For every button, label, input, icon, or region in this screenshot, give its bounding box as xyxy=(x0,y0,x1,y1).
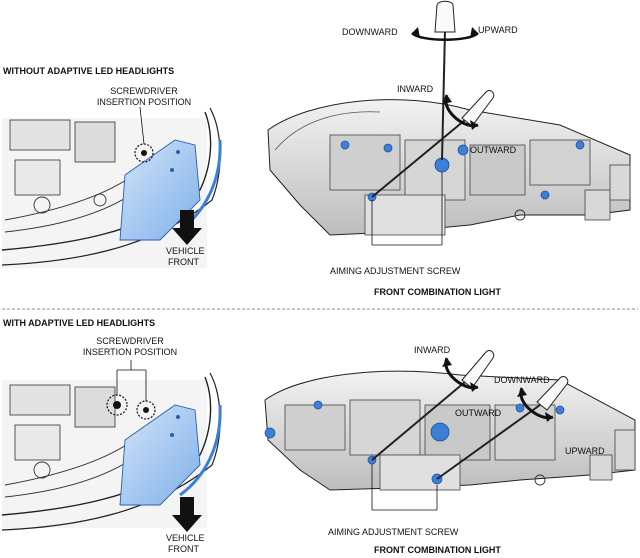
top-upward-label: UPWARD xyxy=(478,25,518,35)
top-inward-label: INWARD xyxy=(397,84,434,94)
top-outward-label: OUTWARD xyxy=(470,145,517,155)
bottom-heading: WITH ADAPTIVE LED HEADLIGHTS xyxy=(3,318,156,328)
top-screwdriver-label-2: INSERTION POSITION xyxy=(96,97,192,107)
bottom-inward-label: INWARD xyxy=(414,345,451,355)
top-downward-label: DOWNWARD xyxy=(342,27,398,37)
bottom-vehicle-label-2: FRONT xyxy=(168,544,199,554)
top-vehicle-label-1: VEHICLE xyxy=(166,246,205,256)
top-headlight-unit xyxy=(267,0,631,246)
top-heading: WITHOUT ADAPTIVE LED HEADLIGHTS xyxy=(3,66,175,76)
bottom-outward-label: OUTWARD xyxy=(455,408,502,418)
bottom-upward-label: UPWARD xyxy=(565,446,605,456)
bottom-aiming-label: AIMING ADJUSTMENT SCREW xyxy=(328,527,459,537)
bottom-headlight-unit xyxy=(264,350,636,511)
bottom-vehicle-label-1: VEHICLE xyxy=(166,533,205,543)
top-front-light-label: FRONT COMBINATION LIGHT xyxy=(374,287,501,297)
bottom-vehicle-front-arrow xyxy=(172,497,202,532)
bottom-vehicle-view xyxy=(1,360,222,532)
top-screwdriver-label-1: SCREWDRIVER xyxy=(110,86,178,96)
bottom-screwdriver-label-1: SCREWDRIVER xyxy=(96,336,164,346)
top-vehicle-label-2: FRONT xyxy=(168,257,199,267)
bottom-front-light-label: FRONT COMBINATION LIGHT xyxy=(374,545,501,555)
bottom-downward-label: DOWNWARD xyxy=(494,375,550,385)
top-vehicle-view xyxy=(1,106,222,268)
bottom-screwdriver-label-2: INSERTION POSITION xyxy=(82,347,178,357)
top-vehicle-front-arrow xyxy=(172,210,202,245)
top-aiming-label: AIMING ADJUSTMENT SCREW xyxy=(330,266,461,276)
